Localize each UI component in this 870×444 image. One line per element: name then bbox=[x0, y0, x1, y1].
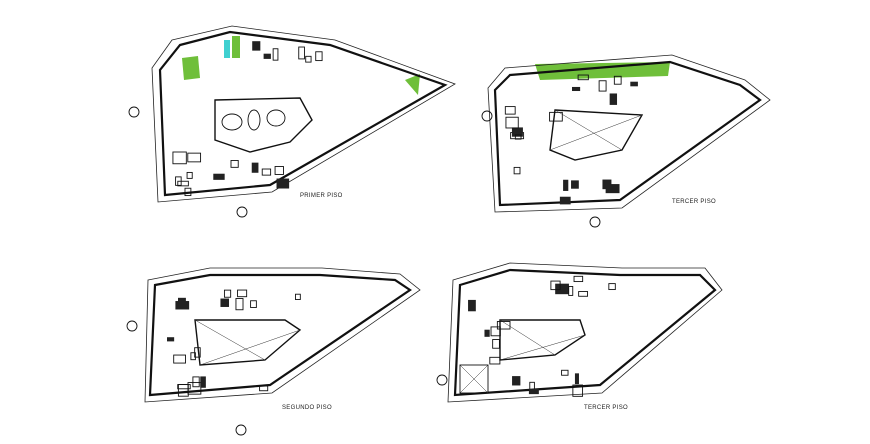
courtyard bbox=[214, 97, 313, 153]
room-detail bbox=[295, 293, 301, 300]
room-detail bbox=[274, 166, 284, 175]
room-detail bbox=[250, 300, 257, 308]
room-detail bbox=[484, 329, 490, 337]
room-detail bbox=[263, 53, 271, 59]
room-detail bbox=[186, 171, 193, 179]
room-detail bbox=[190, 352, 196, 361]
room-detail bbox=[549, 111, 563, 122]
room-detail bbox=[213, 173, 225, 180]
room-detail bbox=[200, 376, 206, 388]
room-detail bbox=[305, 55, 312, 63]
room-detail bbox=[468, 299, 476, 312]
room-detail bbox=[512, 376, 521, 386]
north-arrow-icon bbox=[126, 320, 247, 436]
room-detail bbox=[237, 289, 248, 298]
room-detail bbox=[505, 116, 519, 129]
room-detail bbox=[574, 373, 579, 385]
room-detail bbox=[252, 41, 261, 51]
outer-wall bbox=[148, 273, 412, 397]
cyan-area bbox=[224, 40, 230, 58]
outer-wall bbox=[493, 60, 762, 207]
plan-label: PRIMER PISO bbox=[300, 193, 343, 199]
plan-primer-piso: PRIMER PISO bbox=[128, 25, 456, 218]
room-detail bbox=[496, 321, 511, 330]
room-detail bbox=[577, 74, 589, 81]
room-detail bbox=[528, 388, 539, 395]
room-detail bbox=[613, 75, 622, 85]
room-detail bbox=[571, 180, 579, 189]
room-detail bbox=[573, 275, 584, 283]
north-arrow-icon bbox=[481, 110, 601, 228]
room-detail bbox=[235, 298, 244, 311]
plan-label: TERCER PISO bbox=[672, 199, 716, 205]
room-detail bbox=[177, 180, 189, 187]
outer-line bbox=[447, 262, 723, 403]
room-detail bbox=[175, 301, 190, 310]
room-detail bbox=[172, 151, 187, 165]
room-detail bbox=[220, 298, 230, 307]
room-detail bbox=[173, 354, 186, 364]
room-detail bbox=[561, 369, 569, 376]
outer-wall bbox=[158, 30, 448, 197]
room-detail bbox=[184, 187, 192, 197]
room-detail bbox=[568, 286, 574, 296]
room-detail bbox=[609, 93, 618, 105]
room-detail bbox=[578, 291, 589, 297]
plan-label: TERCER PISO bbox=[584, 405, 628, 411]
room-detail bbox=[559, 196, 571, 205]
plan-tercer-piso-2: TERCER PISO bbox=[436, 262, 723, 411]
room-details bbox=[167, 41, 638, 397]
room-detail bbox=[192, 376, 200, 388]
room-detail bbox=[230, 160, 239, 168]
room-detail bbox=[223, 289, 232, 298]
plan-segundo-piso: SEGUNDO PISO bbox=[126, 267, 421, 436]
room-detail bbox=[261, 168, 272, 176]
plan-label: SEGUNDO PISO bbox=[282, 405, 332, 411]
room-detail bbox=[175, 176, 182, 186]
room-detail bbox=[608, 283, 616, 291]
room-detail bbox=[259, 385, 269, 392]
room-detail bbox=[504, 106, 516, 115]
courtyard bbox=[549, 109, 644, 161]
room-detail bbox=[177, 384, 189, 397]
courtyard bbox=[499, 319, 586, 361]
green-area bbox=[182, 56, 200, 80]
room-detail bbox=[490, 326, 501, 337]
north-arrow-icon bbox=[436, 374, 448, 386]
room-detail bbox=[571, 86, 581, 92]
room-detail bbox=[511, 127, 523, 137]
room-detail bbox=[514, 134, 522, 140]
room-detail bbox=[555, 283, 569, 295]
room-detail bbox=[572, 384, 584, 397]
north-arrow-icon bbox=[128, 106, 248, 218]
green-area bbox=[232, 36, 240, 58]
room-detail bbox=[630, 81, 638, 87]
room-detail bbox=[187, 152, 202, 163]
room-detail bbox=[605, 184, 620, 194]
outer-line bbox=[151, 25, 456, 203]
room-detail bbox=[298, 46, 305, 60]
room-detail bbox=[513, 166, 521, 175]
room-detail bbox=[563, 179, 569, 191]
room-detail bbox=[272, 48, 279, 61]
courtyard bbox=[194, 319, 302, 366]
room-detail bbox=[550, 280, 561, 291]
plan-tercer-piso-1: TERCER PISO bbox=[481, 54, 771, 228]
room-detail bbox=[598, 80, 607, 92]
room-detail bbox=[276, 178, 290, 189]
outer-wall bbox=[453, 268, 717, 397]
room-detail bbox=[492, 339, 500, 349]
room-detail bbox=[178, 297, 186, 304]
green-area bbox=[535, 62, 670, 80]
room-detail bbox=[489, 356, 501, 365]
room-detail bbox=[167, 337, 175, 342]
room-detail bbox=[251, 162, 259, 173]
room-detail bbox=[194, 347, 201, 358]
outer-line bbox=[144, 267, 421, 403]
outer-line bbox=[487, 54, 771, 213]
room-detail bbox=[315, 51, 323, 62]
green-area bbox=[405, 74, 420, 95]
